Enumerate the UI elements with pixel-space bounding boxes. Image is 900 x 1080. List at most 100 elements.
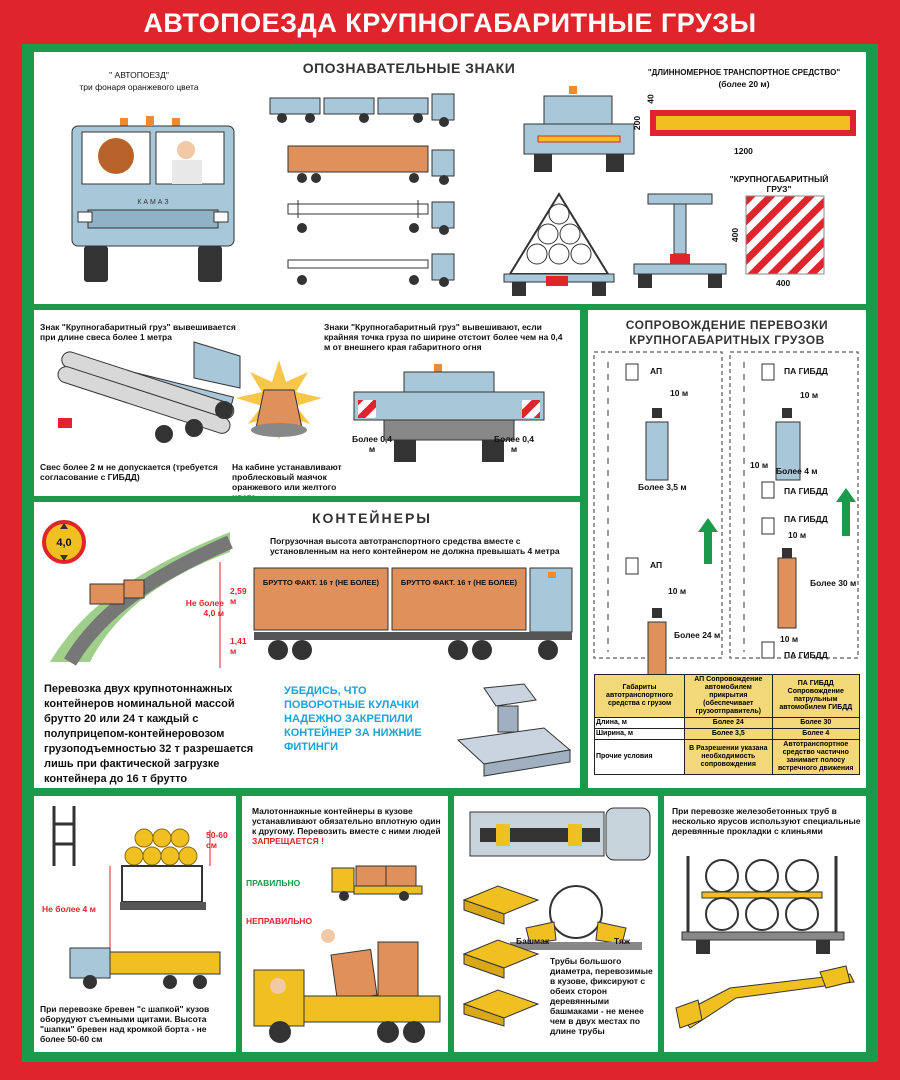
escort-right-pa2: ПА ГИБДД	[784, 486, 828, 496]
escort-left-gap2: 10 м	[668, 586, 687, 596]
escort-left-gap1: 10 м	[670, 388, 689, 398]
autopoezd-desc: три фонаря оранжевого цвета	[79, 82, 199, 92]
pipe-cradle-illustration	[510, 885, 642, 950]
dim-200: 200	[632, 115, 643, 131]
pipe-stack-rear	[503, 192, 615, 296]
table-cell: Более 24	[684, 717, 773, 729]
table-cell: Более 30	[771, 717, 861, 729]
table-row: Габариты автотранспортного средства с гр…	[593, 674, 861, 718]
height-limit-value: 4,0	[56, 537, 71, 549]
escort-right-pa1: ПА ГИБДД	[784, 366, 828, 376]
road-bridge-illustration	[50, 532, 233, 666]
kamaz-front-illustration: К А М А З	[71, 116, 235, 282]
label-wrong: НЕПРАВИЛЬНО	[246, 916, 313, 926]
log-transport-text: При перевозке бревен "с шапкой" кузов об…	[40, 1004, 210, 1044]
dim-400-vertical: 400	[730, 227, 741, 243]
container-label-1: БРУТТО ФАКТ. 16 т (НЕ БОЛЕЕ)	[262, 578, 380, 587]
pipe-label-shoe: Башмак	[516, 936, 550, 946]
table-cell: Прочие условия	[593, 739, 686, 775]
escort-right-gap4: 10 м	[780, 634, 799, 644]
table-cell: Более 4	[771, 728, 861, 740]
autopoezd-label: " АВТОПОЕЗД"	[109, 70, 169, 80]
escort-right-width: Более 4 м	[776, 466, 818, 476]
containers-heading: КОНТЕЙНЕРЫ	[312, 510, 432, 526]
truck-trailer-3	[287, 200, 455, 235]
dim-400-horizontal: 400	[776, 278, 791, 288]
container-fitting-warning: УБЕДИСЬ, ЧТО ПОВОРОТНЫЕ КУЛАЧКИ НАДЕЖНО …	[284, 685, 422, 753]
container-label-2: БРУТТО ФАКТ. 16 т (НЕ БОЛЕЕ)	[400, 578, 518, 587]
escort-heading: СОПРОВОЖДЕНИЕ ПЕРЕВОЗКИ КРУПНОГАБАРИТНЫХ…	[625, 318, 829, 347]
pipe-label-tyazh: Тяж	[614, 936, 630, 946]
panel-concrete-pipes: При перевозке железобетонных труб в неск…	[664, 796, 866, 1052]
container-height-note: Погрузочная высота автотранспортного сре…	[270, 536, 560, 556]
escort-right-gap3: 10 м	[788, 530, 807, 540]
panel-logs: 50-60 см Не более 4 м При перевозке брев…	[34, 796, 236, 1052]
table-header-cell: Габариты автотранспортного средства с гр…	[593, 674, 686, 718]
panel-large-pipes: Башмак Тяж Трубы большого диаметра, пере…	[454, 796, 658, 1052]
height-dimension-lines	[219, 562, 221, 668]
table-row: Ширина, м Более 3,5 Более 4	[593, 728, 861, 740]
dim-40: 40	[645, 94, 656, 104]
label-correct: ПРАВИЛЬНО	[246, 878, 301, 888]
panel-containers: КОНТЕЙНЕРЫ 4,0 Погрузочная высота автотр…	[34, 502, 580, 788]
small-containers-text: Малотоннажные контейнеры в кузове устана…	[252, 806, 442, 846]
log-cap-height: 50-60 см	[206, 830, 228, 850]
marking-left-gap: Более 0,4 м	[352, 434, 393, 454]
truck-trailer-1	[269, 93, 455, 127]
container-truck-illustration	[253, 567, 573, 660]
pipe-fixing-text: Трубы большого диаметра, перевозимые в к…	[550, 956, 653, 1036]
signs-heading: ОПОЗНАВАТЕЛЬНЫЕ ЗНАКИ	[302, 60, 516, 76]
beacon-icon	[236, 360, 322, 440]
table-cell: Автотранспортное средство частично заним…	[771, 739, 861, 775]
escort-left-ap2: АП	[650, 560, 663, 570]
pipe-truck-illustration	[57, 341, 241, 443]
long-vehicle-label: "ДЛИННОМЕРНОЕ ТРАНСПОРТНОЕ СРЕДСТВО"	[647, 68, 841, 77]
wrong-loading-truck	[253, 929, 441, 1043]
oversize-label: "КРУПНОГАБАРИТНЫЙ ГРУЗ"	[729, 174, 829, 194]
chassis-height-label: 1,41 м	[230, 636, 247, 656]
escort-right-pa3: ПА ГИБДД	[784, 514, 828, 524]
poster-title: АВТОПОЕЗДА КРУПНОГАБАРИТНЫЕ ГРУЗЫ	[143, 8, 757, 38]
pipe-truck-top-view	[469, 807, 651, 861]
truck-train-side-views	[269, 93, 455, 287]
panel-identification-signs: " АВТОПОЕЗД" три фонаря оранжевого цвета…	[34, 52, 866, 304]
escort-right-gap1: 10 м	[800, 390, 819, 400]
escort-right-length: Более 30 м	[810, 578, 857, 588]
height-limit-sign: 4,0	[42, 520, 86, 564]
table-row: Прочие условия В Разрешении указана необ…	[593, 739, 861, 775]
escort-right-gap2: 10 м	[750, 460, 769, 470]
panel-marking: Знак "Крупногабаритный груз" вывешиваетс…	[34, 310, 580, 496]
marking-text-overhang: Знак "Крупногабаритный груз" вывешиваетс…	[40, 322, 236, 342]
correct-loading-truck	[331, 865, 423, 901]
escort-left-width1: Более 3,5 м	[638, 482, 687, 492]
escort-requirements-table: Габариты автотранспортного средства с гр…	[593, 674, 861, 775]
table-row: Длина, м Более 24 Более 30	[593, 717, 861, 729]
truck-trailer-2	[287, 145, 455, 185]
concrete-pipes-text: При перевозке железобетонных труб в неск…	[672, 806, 861, 836]
long-vehicle-note: (более 20 м)	[718, 79, 770, 89]
escort-left-ap1: АП	[650, 366, 663, 376]
concrete-pipe-stack	[681, 856, 845, 954]
i-beam-rear	[633, 193, 727, 288]
panel-escort: СОПРОВОЖДЕНИЕ ПЕРЕВОЗКИ КРУПНОГАБАРИТНЫХ…	[588, 310, 866, 788]
truck-rear-view	[523, 86, 635, 172]
escort-right-scheme	[729, 351, 859, 659]
long-vehicle-sign	[650, 110, 856, 136]
dim-1200: 1200	[734, 146, 753, 156]
table-cell: Более 3,5	[684, 728, 773, 740]
table-header-cell: ПА ГИБДД Сопровождение патрульным автомо…	[771, 674, 861, 718]
max-height-label: Не более 4,0 м	[185, 598, 224, 618]
container-transport-paragraph: Перевозка двух крупнотоннажных контейнер…	[44, 683, 254, 785]
marking-text-beacon: На кабине устанавливают проблесковый мая…	[232, 462, 342, 496]
small-containers-forbidden: ЗАПРЕЩАЕТСЯ !	[252, 836, 324, 846]
escort-left-length2: Более 24 м	[674, 630, 721, 640]
escort-right-pa4: ПА ГИБДД	[784, 650, 828, 660]
truck-trailer-4	[287, 253, 455, 287]
table-cell: В Разрешении указана необходимость сопро…	[684, 739, 773, 775]
twist-lock-illustration	[456, 683, 572, 777]
marking-text-max-overhang: Свес более 2 м не допускается (требуется…	[40, 462, 218, 482]
escort-left-scheme	[593, 351, 723, 687]
table-cell: Длина, м	[593, 717, 686, 729]
oversize-cargo-sign	[745, 195, 825, 275]
